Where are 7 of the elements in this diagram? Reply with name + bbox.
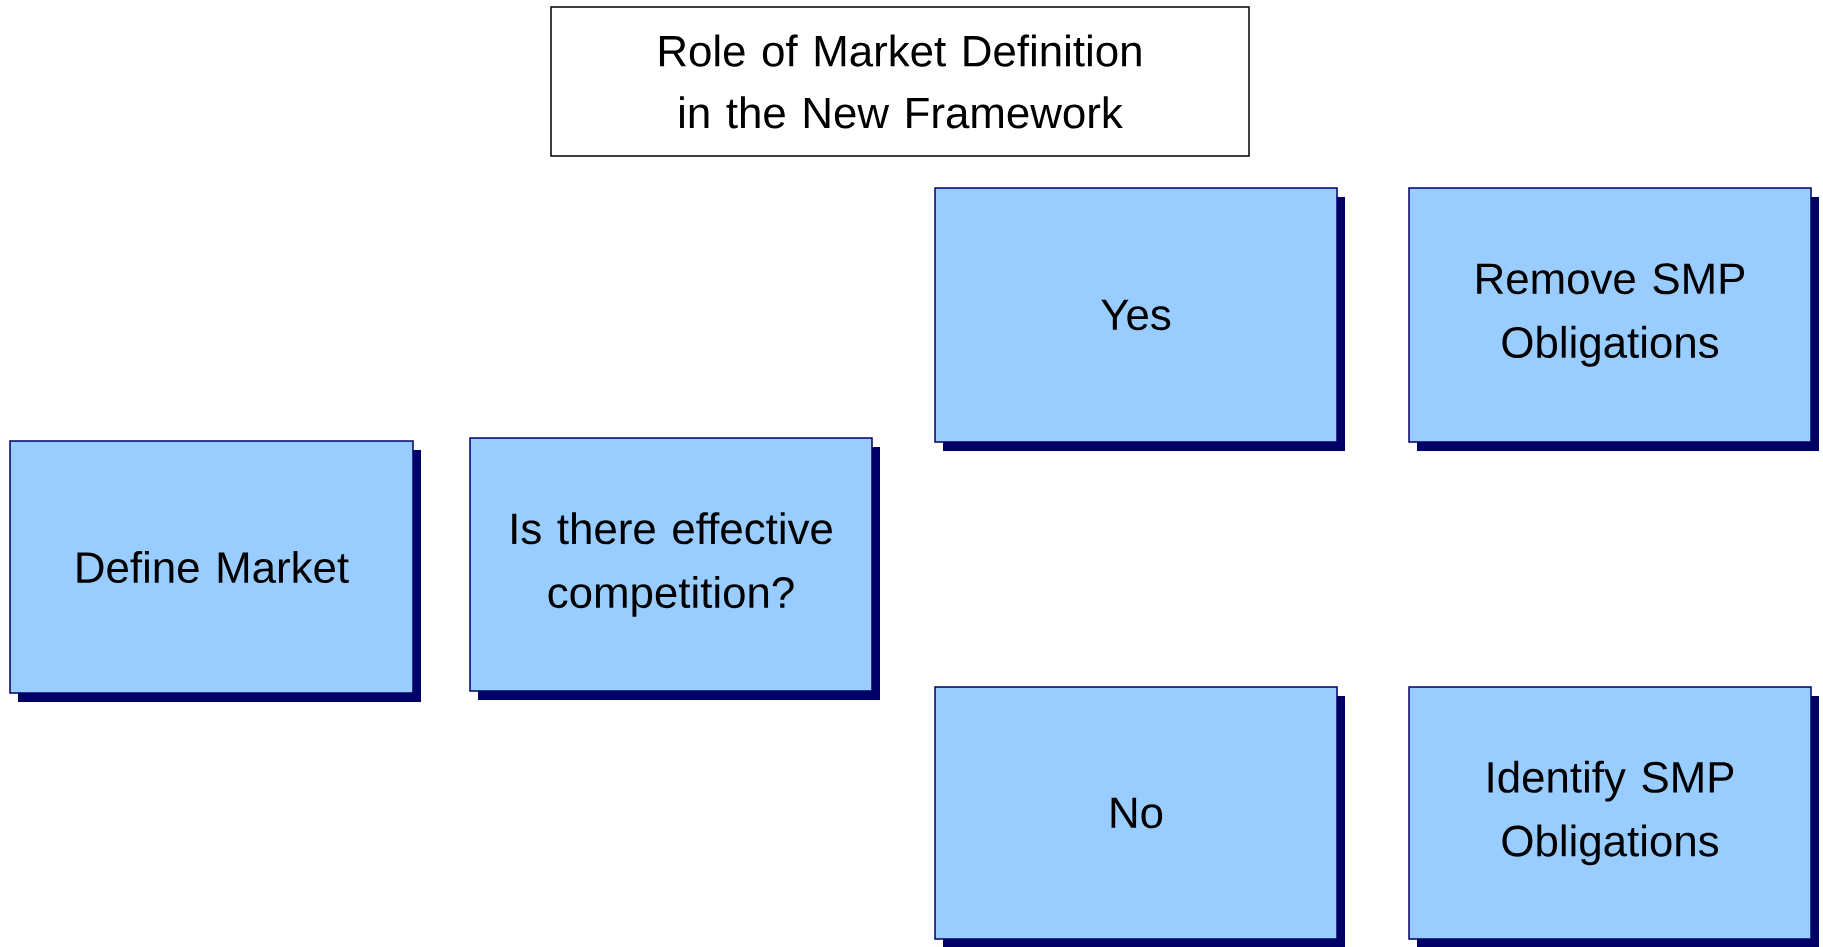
process-box: Yes [934,187,1345,451]
process-box: Is there effective competition? [469,437,880,700]
process-box: Define Market [9,440,421,702]
title-box: Role of Market Definition in the New Framework [550,6,1250,157]
process-box: Remove SMP Obligations [1408,187,1819,451]
process-box: No [934,686,1345,947]
process-box: Identify SMP Obligations [1408,686,1819,947]
